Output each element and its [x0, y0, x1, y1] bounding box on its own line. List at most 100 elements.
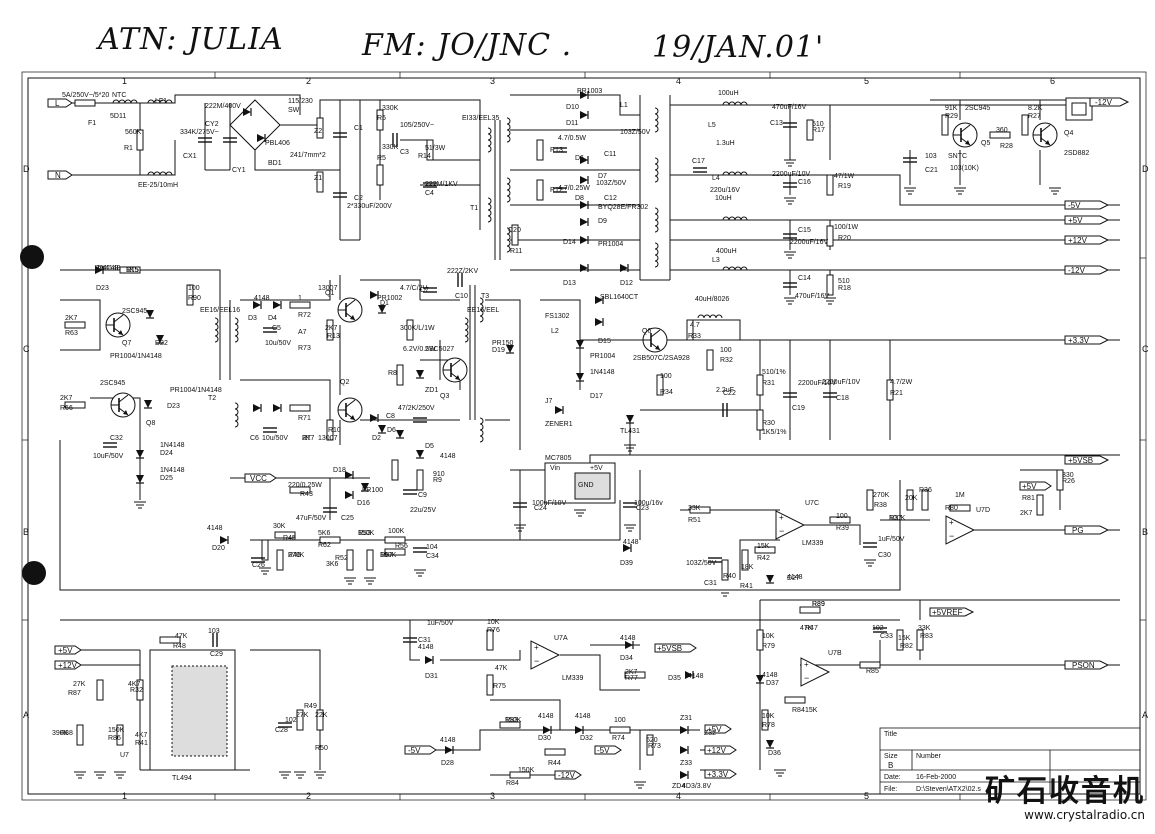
component-label-r30v: 1K5/1%: [762, 429, 787, 436]
row-label-a-right: A: [1142, 710, 1148, 720]
component-label-q2t: 13007: [318, 435, 338, 442]
component-label-r75: R75: [493, 683, 506, 690]
component-label-c15v: 2200uF/16V: [790, 239, 828, 246]
component-label-d22: D22: [155, 340, 168, 347]
component-label-r18: R18: [838, 285, 851, 292]
component-label-r27: R27: [1028, 113, 1041, 120]
component-label-c4v: 222M/1KV: [425, 181, 458, 188]
component-label-c9v: 22u/25V: [410, 507, 436, 514]
component-label-r12v: 4.7/0.25W: [558, 185, 590, 192]
port-bottom-5v: -5V: [597, 746, 610, 755]
component-label-r53v: 150K: [358, 530, 375, 537]
component-label-r88: R88: [60, 730, 73, 737]
component-label-r76: R76: [487, 627, 500, 634]
component-label-ei: EI33/EEL35: [462, 115, 499, 122]
component-label-c32: C32: [110, 435, 123, 442]
component-label-r48: R48: [173, 643, 186, 650]
component-label-c5: C5: [272, 325, 281, 332]
component-label-c19: C19: [792, 405, 805, 412]
component-label-r43: R43: [300, 491, 313, 498]
component-label-r29v: 91K: [945, 105, 958, 112]
component-label-r52v: 3K6: [326, 561, 339, 568]
component-label-sw1: 115/230: [288, 98, 313, 105]
component-label-r88v: 390K: [52, 730, 69, 737]
component-label-pbl: PBL406: [265, 140, 290, 147]
component-label-r46v: 270K: [288, 552, 305, 559]
component-label-d17t: 1N4148: [590, 369, 615, 376]
file-label: File:: [884, 786, 897, 793]
component-label-c22: C22: [723, 390, 736, 397]
component-label-r17: R17: [812, 127, 825, 134]
component-label-c32v: 10uF/50V: [93, 453, 124, 460]
component-label-c9: C9: [418, 492, 427, 499]
component-label-r21: R21: [890, 390, 903, 397]
component-label-d17: D17: [590, 393, 603, 400]
component-label-r41: R41: [740, 583, 753, 590]
col-label-2: 2: [306, 76, 311, 86]
component-label-r29: R29: [945, 113, 958, 120]
component-label-r14: R14: [418, 153, 431, 160]
port-l: L: [55, 99, 60, 108]
component-label-c29: C29: [210, 651, 223, 658]
component-label-c33v: 102: [872, 625, 884, 632]
component-label-z32: Z32: [704, 730, 716, 737]
component-label-r86v: 150K: [108, 727, 125, 734]
component-label-r34: R34: [660, 389, 673, 396]
component-label-r14v: 51/3W: [425, 145, 446, 152]
component-label-r6: R6: [377, 115, 386, 122]
component-label-r8: R8: [388, 370, 397, 377]
file-value: D:\Steven\ATX2\02.s: [916, 786, 981, 793]
component-label-q3: Q3: [440, 393, 449, 400]
component-label-r5v: 330K: [382, 144, 399, 151]
component-label-zd1v: 6.2V/0.5W: [403, 346, 436, 353]
component-label-q6t: 2SB507C/2SA928: [633, 355, 690, 362]
component-label-d30: D30: [538, 735, 551, 742]
port-n: N: [55, 171, 61, 180]
component-label-c16: C16: [798, 179, 811, 186]
component-label-c13: C13: [770, 120, 783, 127]
component-label-d35: D35: [668, 675, 681, 682]
component-label-r36: R36: [919, 487, 932, 494]
component-label-c4: C4: [425, 190, 434, 197]
component-label-r13bv: 2K7: [325, 325, 338, 332]
component-label-r66v: 2K7: [60, 395, 73, 402]
component-label-c31: C31: [704, 580, 717, 587]
component-label-r31v: 510/1%: [762, 369, 786, 376]
component-label-a7: A7: [298, 329, 307, 336]
port-plus5v: +5V: [1068, 216, 1083, 225]
watermark: 矿石收音机 www.crystalradio.cn: [985, 776, 1145, 823]
component-label-t1: T1: [470, 205, 478, 212]
component-label-d23bt: PR1004/1N4148: [170, 387, 222, 394]
component-label-t2: T2: [208, 395, 216, 402]
component-label-c21: C21: [925, 167, 938, 174]
component-label-r32: R32: [720, 357, 733, 364]
component-label-d28t: 4148: [440, 737, 456, 744]
port-z-plus5v: +5V: [707, 725, 722, 734]
component-label-d13t: 1N4148: [94, 265, 119, 272]
component-label-u7: U7: [120, 752, 129, 759]
component-label-cx2: 334K/275V~: [180, 129, 219, 136]
component-label-r32bv: 4K7: [128, 681, 141, 688]
component-label-p5v: +5V: [590, 465, 603, 472]
component-label-l100: 100uH: [718, 90, 739, 97]
component-label-lf1: LF1: [155, 98, 167, 105]
component-label-d23t: 1N4148: [96, 265, 121, 272]
component-label-c5v: 10u/50V: [265, 340, 291, 347]
component-label-d7: D7: [598, 173, 607, 180]
port-z-plus12v: +12V: [707, 746, 727, 755]
component-label-cx1: CX1: [183, 153, 197, 160]
component-label-d32t: 4148: [575, 713, 591, 720]
component-label-r82v: 15K: [898, 635, 911, 642]
component-label-r74: R74: [612, 735, 625, 742]
port-z-plus3v3: +3.3V: [707, 770, 729, 779]
component-label-d25t: 1N4148: [160, 467, 185, 474]
port-5vref: +5VREF: [932, 608, 963, 617]
component-label-bd1: BD1: [268, 160, 282, 167]
component-label-d16p: PR1004: [590, 353, 615, 360]
component-label-z34v: 4D3/3.8V: [682, 783, 712, 790]
component-label-r82: R82: [900, 643, 913, 650]
component-label-r83b: R83: [920, 633, 933, 640]
component-label-d25: D25: [160, 475, 173, 482]
component-label-l13: 1.3uH: [716, 140, 735, 147]
component-label-r47: R47: [805, 625, 818, 632]
